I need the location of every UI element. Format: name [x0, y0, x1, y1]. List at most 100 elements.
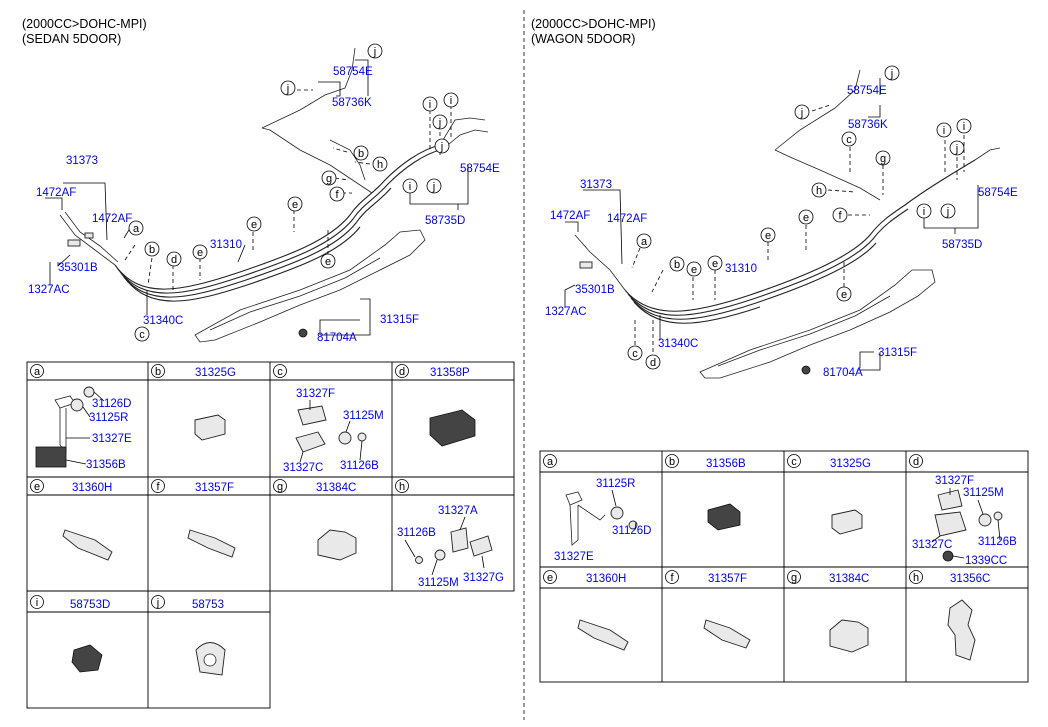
left-callout-31373: 31373 — [66, 155, 98, 167]
right-callout-58736k: 58736K — [848, 119, 888, 131]
left-cell-j-part: 58753 — [192, 599, 224, 611]
left-cell-g-letter: g — [277, 481, 283, 493]
right-cell-c-part: 31325G — [830, 458, 871, 470]
left-h-label-31327g: 31327G — [463, 572, 504, 584]
svg-text:b: b — [149, 244, 155, 256]
left-callout-1327ac: 1327AC — [28, 284, 70, 296]
svg-text:e: e — [251, 219, 257, 231]
svg-text:b: b — [358, 148, 364, 160]
svg-text:b: b — [674, 259, 680, 271]
right-callout-1327ac: 1327AC — [545, 306, 587, 318]
right-callout-58735d: 58735D — [942, 239, 982, 251]
left-callout-31315f: 31315F — [380, 314, 419, 326]
left-cell-e-part: 31360H — [72, 482, 112, 494]
right-header: (2000CC>DOHC-MPI) (WAGON 5DOOR) — [531, 17, 656, 47]
right-parts-table — [539, 450, 1029, 683]
left-callout-58736k: 58736K — [332, 97, 372, 109]
svg-text:f: f — [335, 189, 339, 201]
right-callout-58754e-right: 58754E — [978, 187, 1018, 199]
left-header-line2: (SEDAN 5DOOR) — [22, 32, 122, 46]
svg-text:h: h — [377, 159, 383, 171]
right-callout-81704a: 81704A — [823, 367, 863, 379]
svg-text:e: e — [841, 289, 847, 301]
right-cell-e-letter: e — [547, 572, 553, 584]
svg-text:i: i — [409, 181, 411, 193]
left-cell-b-letter: b — [155, 366, 161, 378]
svg-text:d: d — [171, 254, 177, 266]
left-callout-31310: 31310 — [210, 239, 242, 251]
right-cell-f-letter: f — [670, 572, 674, 584]
left-cell-i-part: 58753D — [70, 599, 110, 611]
left-callout-58754e-right: 58754E — [460, 163, 500, 175]
svg-text:i: i — [923, 206, 925, 218]
left-callout-1472af-b: 1472AF — [92, 213, 132, 225]
left-cell-f-part: 31357F — [195, 482, 234, 494]
left-h-label-31327a: 31327A — [438, 505, 478, 517]
left-callout-1472af-a: 1472AF — [36, 187, 76, 199]
left-cell-j-letter: j — [156, 597, 159, 609]
right-d-label-31327c: 31327C — [912, 539, 952, 551]
right-cell-d-letter: d — [913, 456, 919, 468]
right-cell-e-part: 31360H — [586, 573, 626, 585]
right-callout-31340c: 31340C — [658, 338, 698, 350]
svg-text:e: e — [325, 256, 331, 268]
left-cell-d-letter: d — [399, 366, 405, 378]
right-table-part-drawings — [565, 488, 1003, 661]
svg-text:e: e — [292, 199, 298, 211]
svg-text:h: h — [816, 185, 822, 197]
right-cell-h-part: 31356C — [950, 573, 990, 585]
left-a-label-31126d: 31126D — [92, 398, 131, 410]
left-header-line1: (2000CC>DOHC-MPI) — [22, 17, 147, 31]
left-callout-58754e-top: 58754E — [333, 66, 373, 78]
svg-text:e: e — [197, 247, 203, 259]
right-callout-31315f: 31315F — [878, 347, 917, 359]
left-cell-a-letter: a — [34, 366, 41, 378]
left-cell-f-letter: f — [156, 481, 160, 493]
svg-text:j: j — [800, 107, 803, 119]
svg-text:e: e — [712, 258, 718, 270]
svg-text:j: j — [890, 68, 893, 80]
svg-text:c: c — [139, 329, 145, 341]
left-cell-g-part: 31384C — [316, 482, 356, 494]
right-d-label-31125m: 31125M — [963, 487, 1004, 499]
svg-text:g: g — [326, 173, 332, 185]
right-d-label-31126b: 31126B — [978, 536, 1017, 548]
right-callout-35301b: 35301B — [575, 284, 615, 296]
right-callout-1472af-a: 1472AF — [550, 210, 590, 222]
svg-text:a: a — [133, 223, 140, 235]
left-table-letter-badges — [30, 364, 409, 609]
svg-text:e: e — [765, 230, 771, 242]
left-header: (2000CC>DOHC-MPI) (SEDAN 5DOOR) — [22, 17, 147, 47]
right-cell-f-part: 31357F — [708, 573, 747, 585]
svg-text:i: i — [943, 125, 945, 137]
right-cell-g-letter: g — [791, 572, 797, 584]
right-cell-c-letter: c — [791, 456, 797, 468]
svg-text:j: j — [373, 46, 376, 58]
right-a-label-31327e: 31327E — [554, 551, 594, 563]
left-a-label-31356b: 31356B — [86, 459, 126, 471]
right-callout-31373: 31373 — [580, 179, 612, 191]
left-c-label-31327f: 31327F — [296, 388, 335, 400]
left-c-label-31327c: 31327C — [283, 462, 323, 474]
svg-text:j: j — [438, 117, 441, 129]
left-h-label-31125m: 31125M — [418, 577, 459, 589]
left-cell-c-letter: c — [277, 366, 283, 378]
svg-text:j: j — [440, 141, 443, 153]
svg-text:j: j — [955, 143, 958, 155]
right-cell-b-part: 31356B — [706, 458, 746, 470]
right-a-label-31126d: 31126D — [612, 525, 651, 537]
right-callout-31310: 31310 — [725, 263, 757, 275]
right-header-line2: (WAGON 5DOOR) — [531, 32, 636, 46]
left-callout-35301b: 35301B — [58, 262, 98, 274]
right-callout-58754e-top: 58754E — [847, 85, 887, 97]
svg-text:j: j — [432, 181, 435, 193]
svg-text:i: i — [450, 95, 452, 107]
right-d-label-31327f: 31327F — [935, 475, 974, 487]
right-header-line1: (2000CC>DOHC-MPI) — [531, 17, 656, 31]
left-a-label-31125r: 31125R — [89, 412, 128, 424]
left-cell-h-letter: h — [399, 481, 405, 493]
left-callout-31340c: 31340C — [143, 315, 183, 327]
right-cell-a-letter: a — [547, 456, 554, 468]
